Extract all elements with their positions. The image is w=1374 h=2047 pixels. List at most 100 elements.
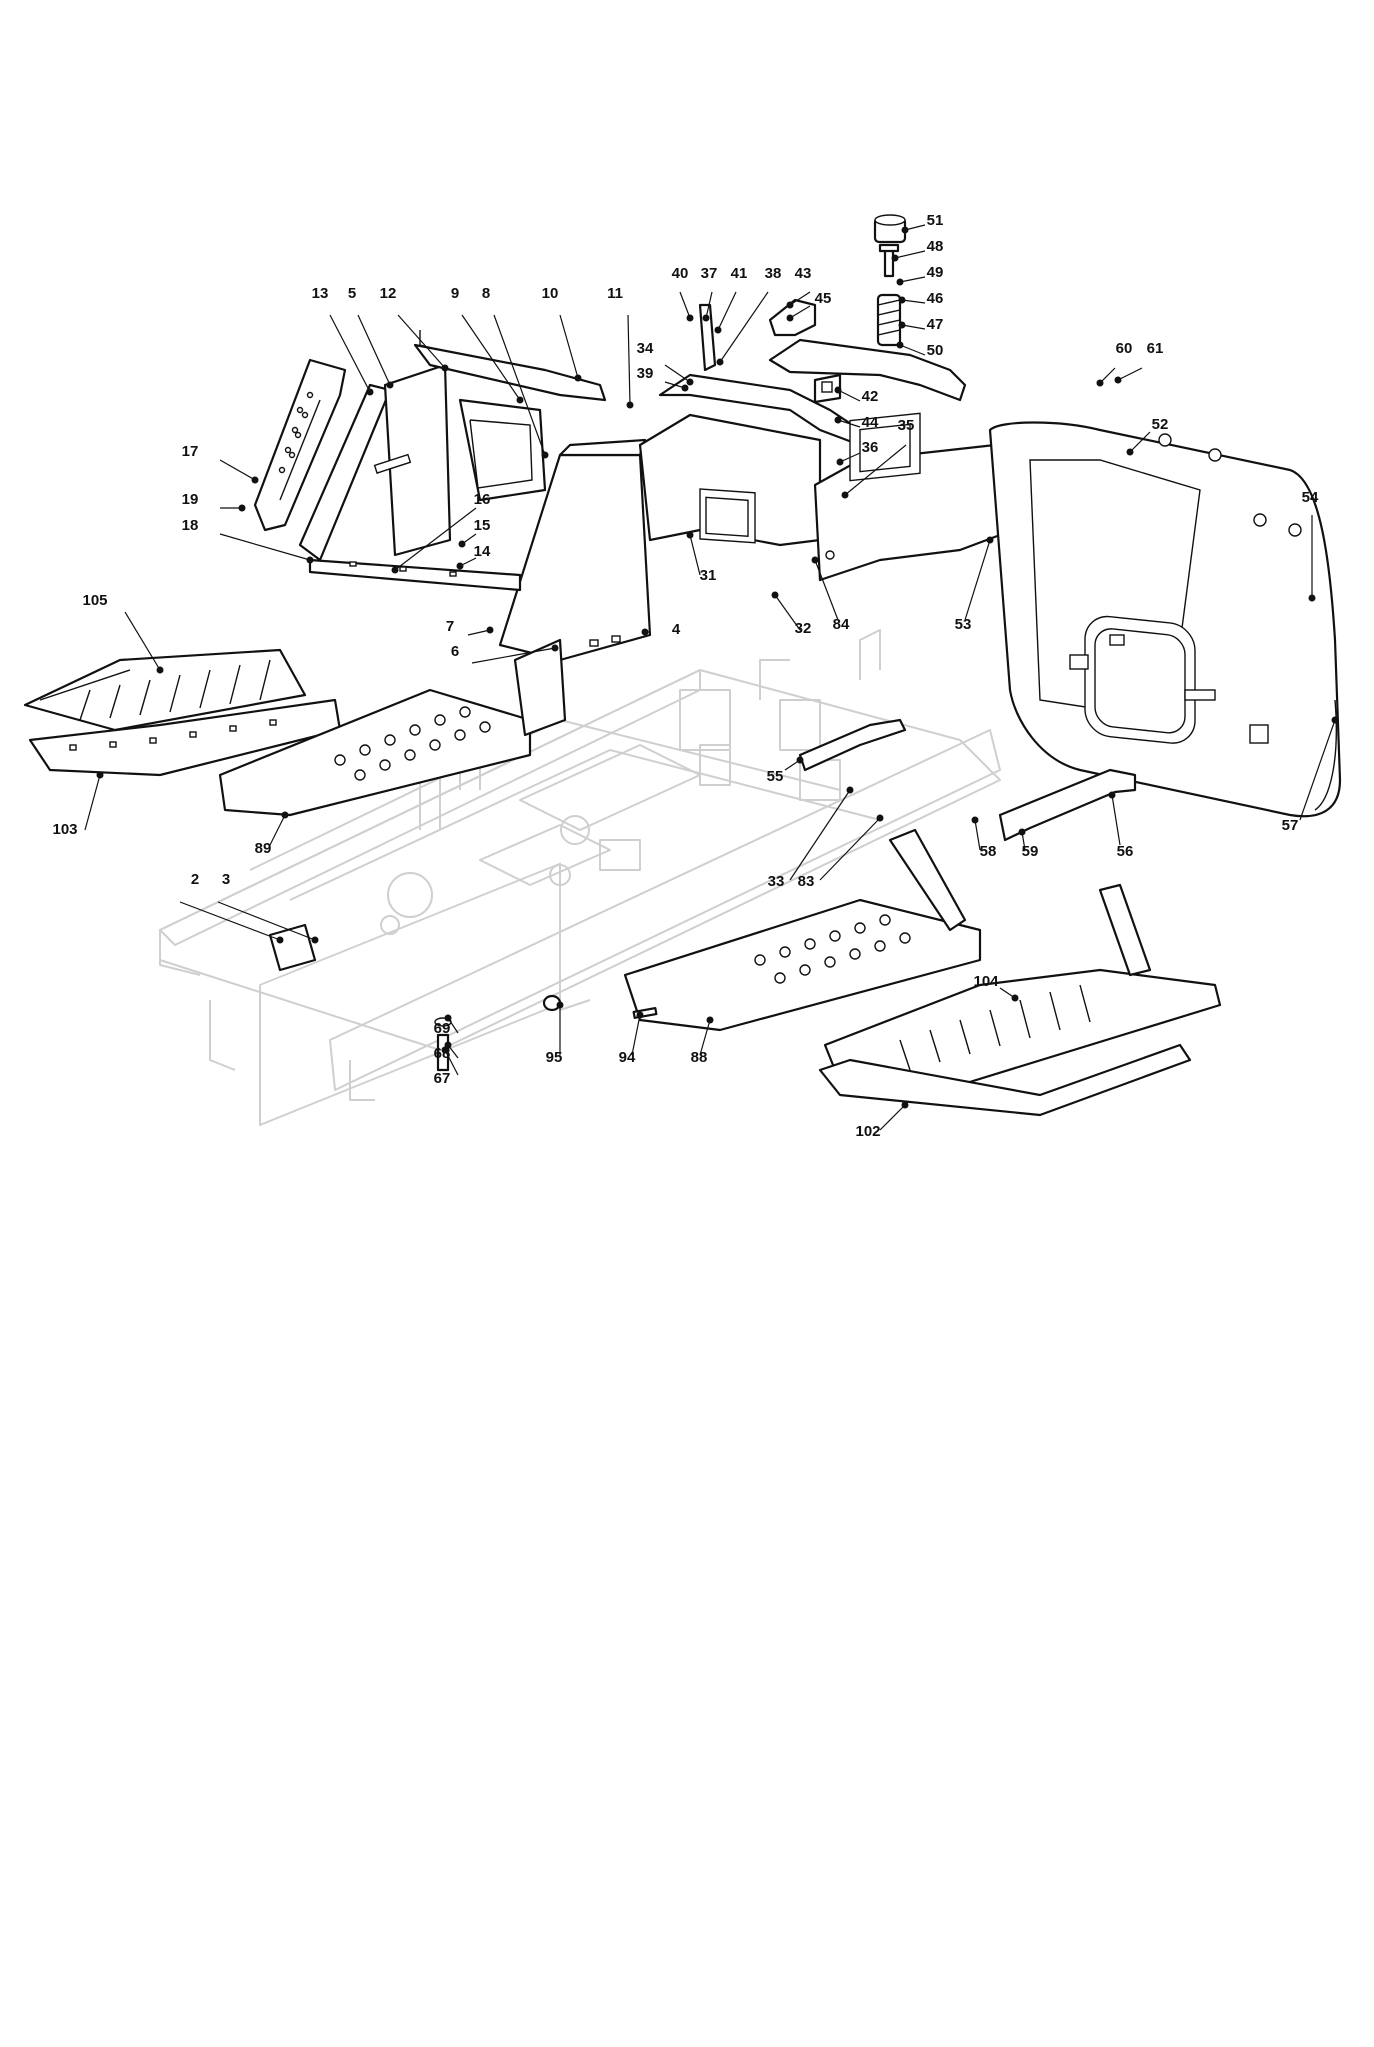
part-number-label: 53 (955, 616, 972, 633)
part-number-label: 15 (474, 517, 491, 534)
callout-55: 55 (767, 756, 804, 785)
part-17-side-bracket (253, 358, 347, 532)
leader-dot-4 (641, 628, 649, 636)
part-89-footplate-left (218, 638, 567, 817)
leader-dot-49 (896, 278, 904, 286)
leader-dot-84 (811, 556, 819, 564)
part-number-label: 94 (619, 1049, 636, 1066)
callout-15: 15 (458, 517, 491, 548)
leader-dot-68 (444, 1041, 452, 1049)
callout-17: 17 (182, 443, 259, 484)
leader-dot-40 (686, 314, 694, 322)
leader-dot-10 (574, 374, 582, 382)
leader-line-38 (719, 291, 769, 363)
leader-line-47 (901, 324, 926, 330)
leader-dot-102 (901, 1101, 909, 1109)
leader-line-58 (974, 819, 981, 851)
part-number-label: 6 (451, 643, 459, 660)
part-number-label: 42 (862, 388, 879, 405)
leader-line-5 (357, 314, 391, 386)
leader-line-57 (1299, 719, 1336, 821)
callout-3: 3 (217, 871, 319, 944)
part-number-label: 32 (795, 620, 812, 637)
leader-line-41 (717, 291, 737, 331)
leader-line-48 (894, 250, 926, 259)
part-number-label: 48 (927, 238, 944, 255)
part-number-label: 40 (672, 265, 689, 282)
part-number-label: 45 (815, 290, 832, 307)
leader-dot-95 (556, 1001, 564, 1009)
callout-88: 88 (691, 1016, 714, 1066)
leader-dot-8 (541, 451, 549, 459)
leader-line-7 (467, 629, 491, 636)
callout-37: 37 (701, 265, 717, 322)
leader-dot-60 (1096, 379, 1104, 387)
callout-52: 52 (1126, 416, 1169, 456)
callout-95: 95 (546, 1001, 564, 1066)
part-14-crossbar (308, 558, 522, 592)
leader-dot-54 (1308, 594, 1316, 602)
leader-dot-3 (311, 936, 319, 944)
leader-dot-2 (276, 936, 284, 944)
part-number-label: 38 (765, 265, 782, 282)
leader-line-34 (664, 364, 691, 383)
callout-68: 68 (434, 1041, 459, 1062)
leader-line-89 (269, 814, 286, 846)
leader-dot-52 (1126, 448, 1134, 456)
leader-dot-15 (458, 540, 466, 548)
leader-dot-6 (551, 644, 559, 652)
part-number-label: 5 (348, 285, 356, 302)
leader-dot-41 (714, 326, 722, 334)
callout-18: 18 (182, 517, 314, 564)
leader-dot-17 (251, 476, 259, 484)
leader-dot-38 (716, 358, 724, 366)
callout-13: 13 (312, 285, 374, 396)
part-55-bracket-right (998, 768, 1137, 842)
part-34-seat-rail-right (768, 338, 967, 402)
part-number-label: 41 (731, 265, 748, 282)
leader-line-83 (819, 817, 881, 881)
leader-dot-16 (391, 566, 399, 574)
part-number-label: 105 (82, 592, 107, 609)
part-number-label: 34 (637, 340, 654, 357)
callout-11: 11 (607, 285, 634, 409)
leader-line-102 (879, 1104, 906, 1131)
leader-dot-32 (771, 591, 779, 599)
callout-41: 41 (714, 265, 748, 334)
part-number-label: 67 (434, 1070, 451, 1087)
leader-line-35 (844, 444, 907, 496)
leader-line-46 (901, 299, 926, 304)
leader-line-33 (789, 789, 851, 881)
callout-9: 9 (451, 285, 524, 404)
leader-dot-104 (1011, 994, 1019, 1002)
leader-line-53 (964, 539, 991, 621)
part-number-label: 18 (182, 517, 199, 534)
part-104-footrest-mat-right (823, 883, 1222, 1087)
leader-line-2 (179, 901, 281, 941)
callout-104: 104 (973, 973, 1019, 1002)
part-48-bolt (878, 243, 900, 278)
leader-line-40 (679, 291, 691, 319)
part-number-label: 104 (973, 973, 999, 990)
leader-line-67 (444, 1049, 459, 1076)
leader-dot-61 (1114, 376, 1122, 384)
leader-line-6 (471, 647, 556, 664)
part-number-label: 95 (546, 1049, 563, 1066)
callout-84: 84 (811, 556, 850, 633)
leader-dot-46 (898, 296, 906, 304)
part-number-label: 52 (1152, 416, 1169, 433)
leader-line-103 (84, 774, 101, 831)
part-number-label: 49 (927, 264, 944, 281)
leader-line-105 (124, 611, 161, 671)
callout-7: 7 (446, 618, 494, 636)
leader-dot-55 (796, 756, 804, 764)
part-number-label: 17 (182, 443, 199, 460)
callout-89: 89 (255, 811, 289, 857)
leader-line-13 (329, 314, 371, 393)
leader-dot-51 (901, 226, 909, 234)
part-number-label: 51 (927, 212, 944, 229)
part-102-footrest-frame-right (818, 1043, 1192, 1117)
callout-16: 16 (391, 491, 490, 574)
part-number-label: 84 (833, 616, 850, 633)
